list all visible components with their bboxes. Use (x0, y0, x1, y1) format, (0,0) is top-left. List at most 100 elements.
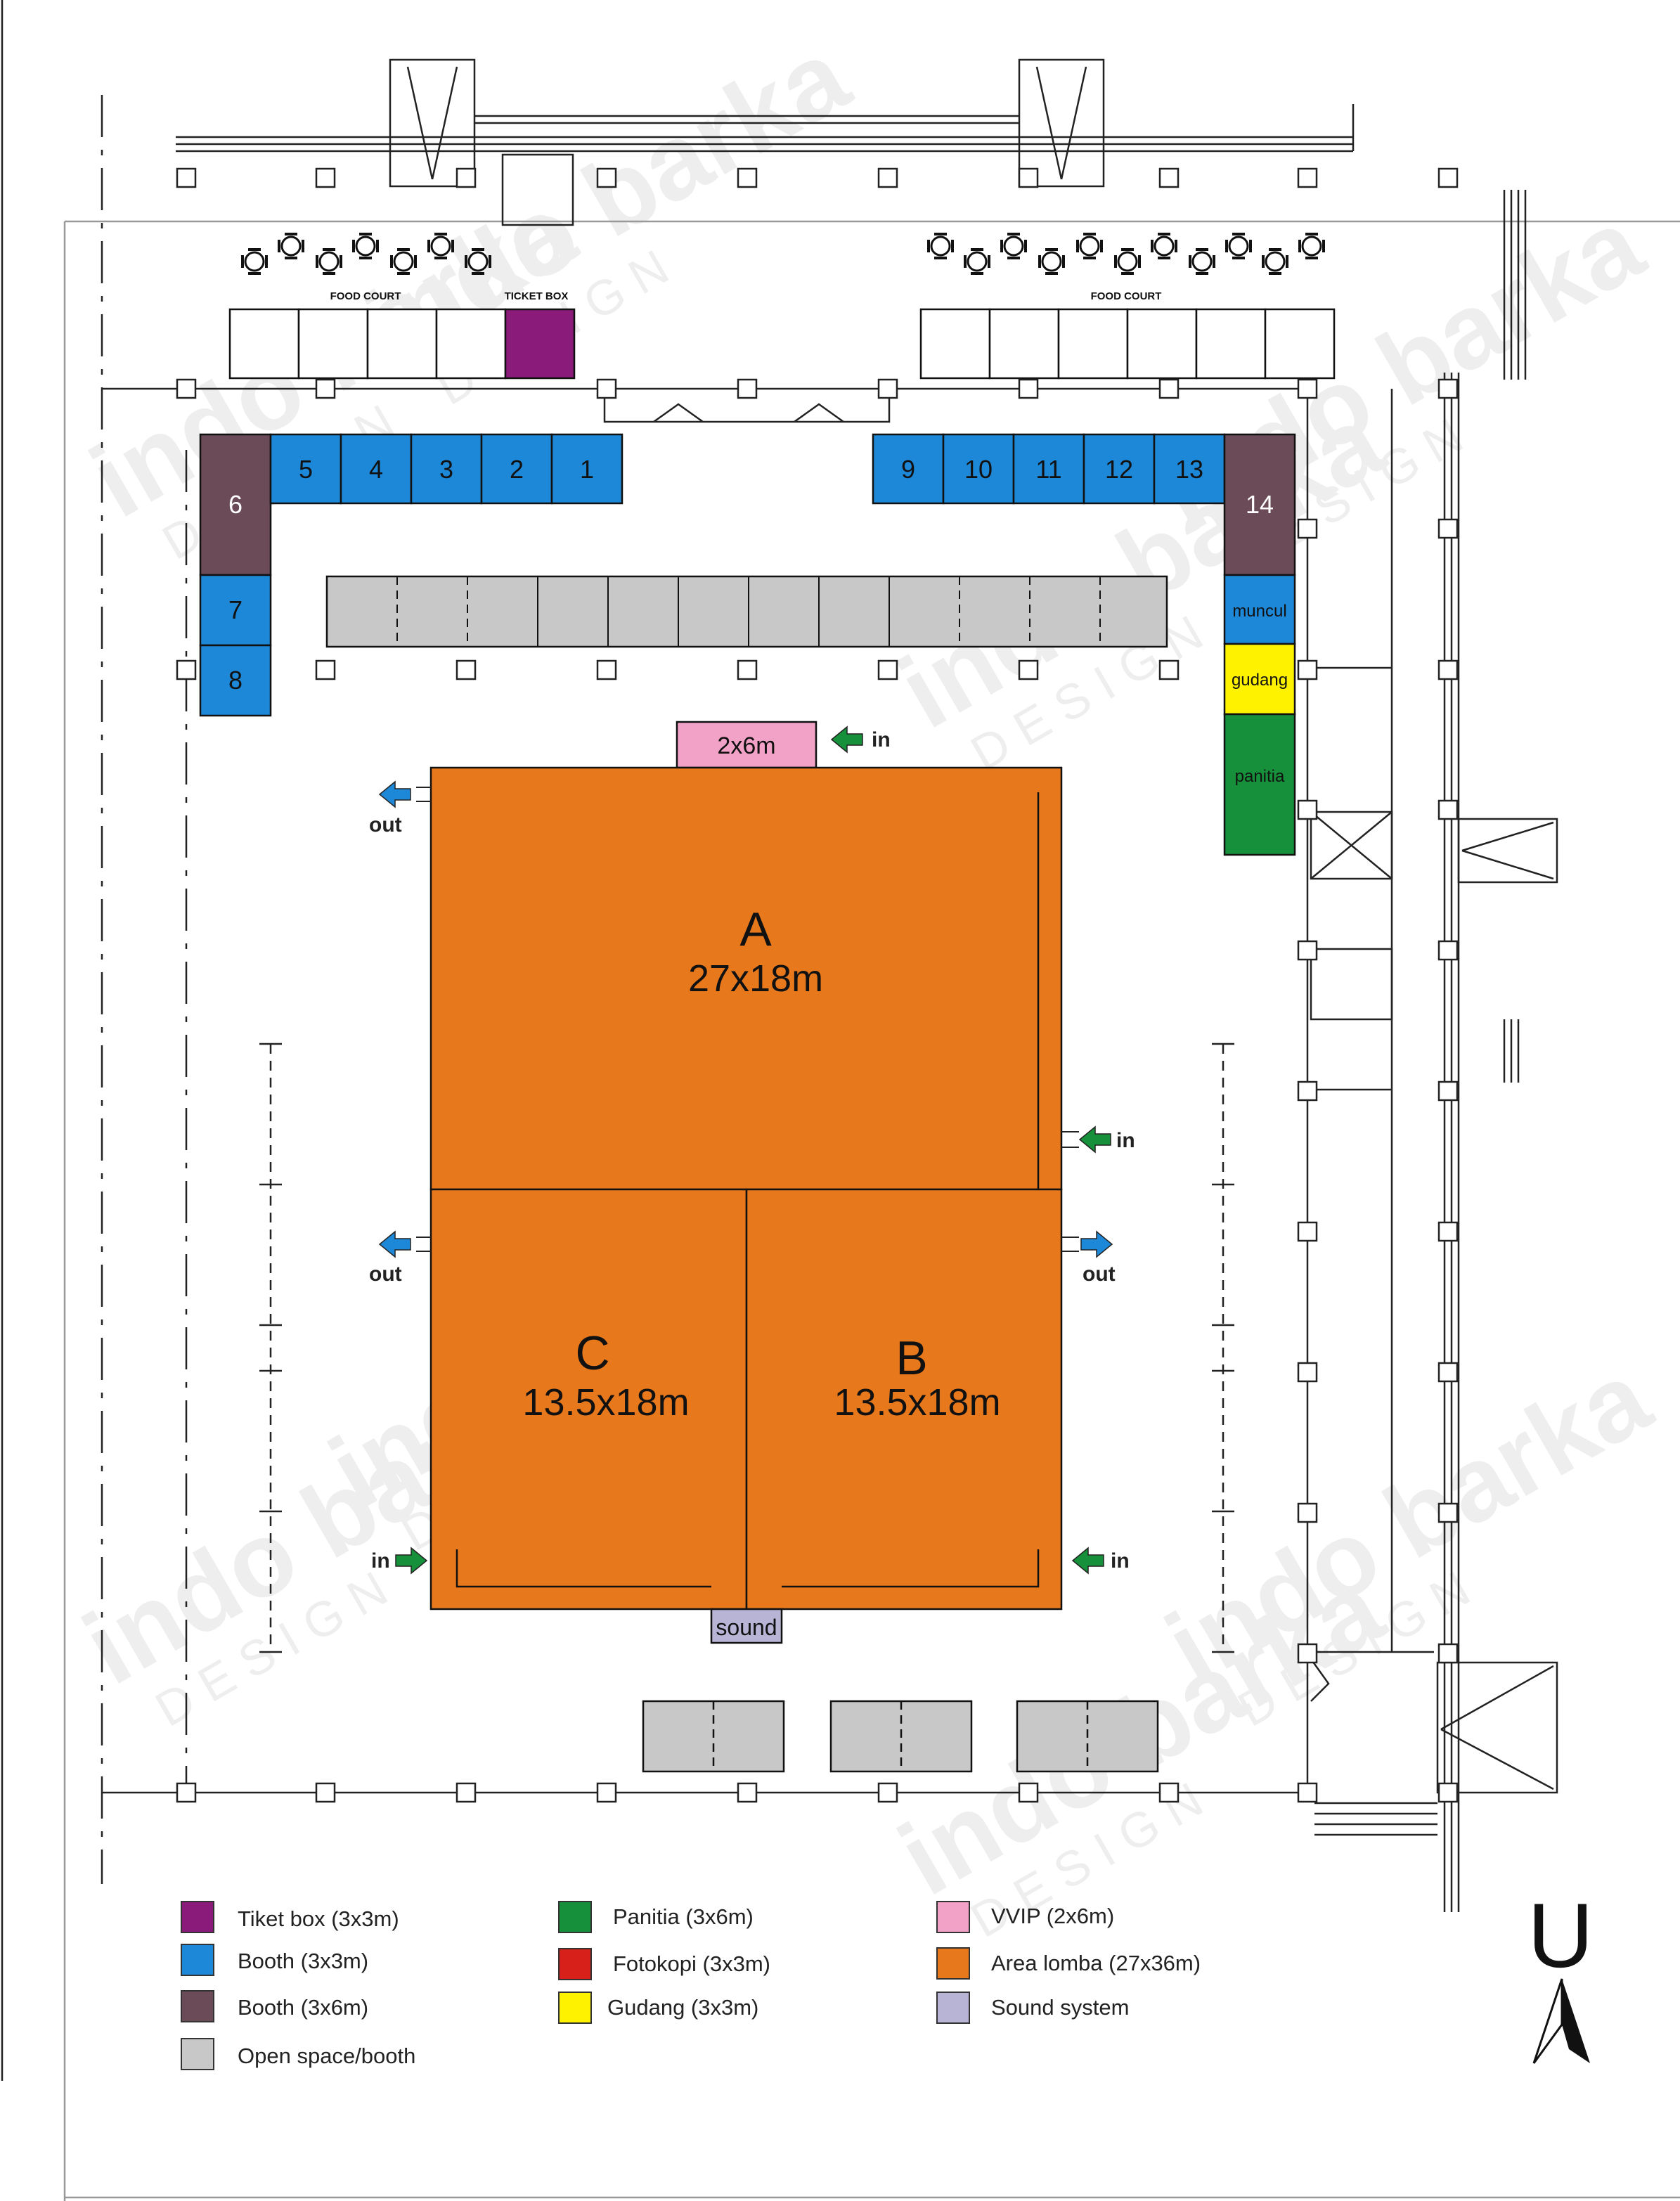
arrow-left-icon (378, 780, 411, 808)
vvip-label: 2x6m (717, 732, 775, 759)
legend-swatch (558, 1901, 592, 1933)
column (1158, 1782, 1180, 1803)
legend-swatch (181, 1944, 214, 1976)
in-label: in (371, 1549, 390, 1573)
column (1018, 659, 1039, 680)
muncul-label: muncul (1232, 602, 1286, 621)
arrow-left-icon (378, 1230, 411, 1258)
booth-row-top-left (199, 433, 623, 717)
booth-label: 6 (228, 490, 243, 519)
legend-item-label: Fotokopi (3x3m) (613, 1951, 770, 1976)
column (1437, 1643, 1459, 1664)
column (315, 378, 336, 399)
column (1437, 659, 1459, 680)
column (1437, 518, 1459, 539)
legend-swatch (558, 1948, 592, 1980)
area-a-size: 27x18m (688, 957, 823, 1000)
table-icon (1000, 233, 1027, 259)
column (1158, 378, 1180, 399)
booth-label: 7 (228, 595, 243, 624)
out-label: out (1083, 1263, 1116, 1286)
table-icon (316, 248, 342, 275)
booth-label: 4 (369, 455, 383, 484)
table-icon (1298, 233, 1325, 259)
table-icon (1151, 233, 1177, 259)
area-b-size: 13.5x18m (834, 1381, 1000, 1424)
column (1297, 1643, 1318, 1664)
arrow-right-icon (1080, 1230, 1113, 1258)
legend-item-label: Tiket box (3x3m) (238, 1906, 399, 1931)
booth-label: 3 (439, 455, 453, 484)
sound-box (710, 1608, 783, 1644)
column (1297, 1362, 1318, 1383)
arrow-left-icon (1071, 1547, 1104, 1575)
column (596, 378, 617, 399)
column (737, 378, 758, 399)
booth-row-top-right (872, 433, 1296, 856)
food-court-right (919, 308, 1336, 380)
column (1158, 659, 1180, 680)
booth-label: 2 (510, 455, 524, 484)
legend-item-label: Open space/booth (238, 2044, 415, 2068)
column (176, 378, 197, 399)
table-icon (964, 248, 990, 275)
column (1437, 1221, 1459, 1242)
column (1437, 1362, 1459, 1383)
column (1297, 378, 1318, 399)
legend-swatch (936, 1947, 970, 1980)
column (1437, 1502, 1459, 1523)
column (455, 659, 477, 680)
column (1297, 518, 1318, 539)
column (1437, 378, 1459, 399)
column (176, 167, 197, 188)
sound-label: sound (716, 1615, 777, 1640)
booth-label: 14 (1246, 490, 1274, 519)
vvip-box (676, 721, 818, 769)
column (455, 167, 477, 188)
column (455, 1782, 477, 1803)
column (176, 659, 197, 680)
area-a-letter: A (739, 903, 772, 956)
column (1158, 167, 1180, 188)
column (176, 1782, 197, 1803)
column (315, 659, 336, 680)
column (877, 1782, 898, 1803)
legend-swatch (936, 1901, 970, 1933)
column (1297, 1221, 1318, 1242)
column (596, 167, 617, 188)
table-icon (1189, 248, 1215, 275)
open-space-dividers (396, 576, 1101, 647)
column (1297, 1782, 1318, 1803)
area-b-letter: B (896, 1331, 927, 1385)
column (737, 1782, 758, 1803)
arrow-right-icon (395, 1547, 428, 1575)
booth-label: 12 (1105, 455, 1133, 484)
out-label: out (369, 1263, 402, 1286)
booth-label: 13 (1175, 455, 1203, 484)
column (877, 659, 898, 680)
food-court-left (228, 308, 507, 380)
column (1297, 940, 1318, 961)
column (596, 659, 617, 680)
legend-item-label: Booth (3x3m) (238, 1949, 368, 1973)
column (1437, 940, 1459, 961)
open-space-bottom (642, 1700, 1159, 1773)
booth-label: 1 (580, 455, 594, 484)
legend-swatch (181, 2038, 214, 2070)
legend-item-label: Area lomba (27x36m) (991, 1951, 1201, 1975)
table-icon (278, 233, 304, 259)
table-icon (927, 233, 954, 259)
legend-swatch (181, 1901, 214, 1933)
column (596, 1782, 617, 1803)
column (877, 167, 898, 188)
arrow-left-icon (830, 725, 863, 754)
booth-label: 9 (901, 455, 915, 484)
column (737, 167, 758, 188)
food-court-right-label: FOOD COURT (1091, 290, 1162, 302)
arrow-left-icon (1078, 1125, 1111, 1154)
table-icon (241, 248, 268, 275)
column (1018, 378, 1039, 399)
column (1297, 659, 1318, 680)
legend (181, 1901, 970, 2070)
